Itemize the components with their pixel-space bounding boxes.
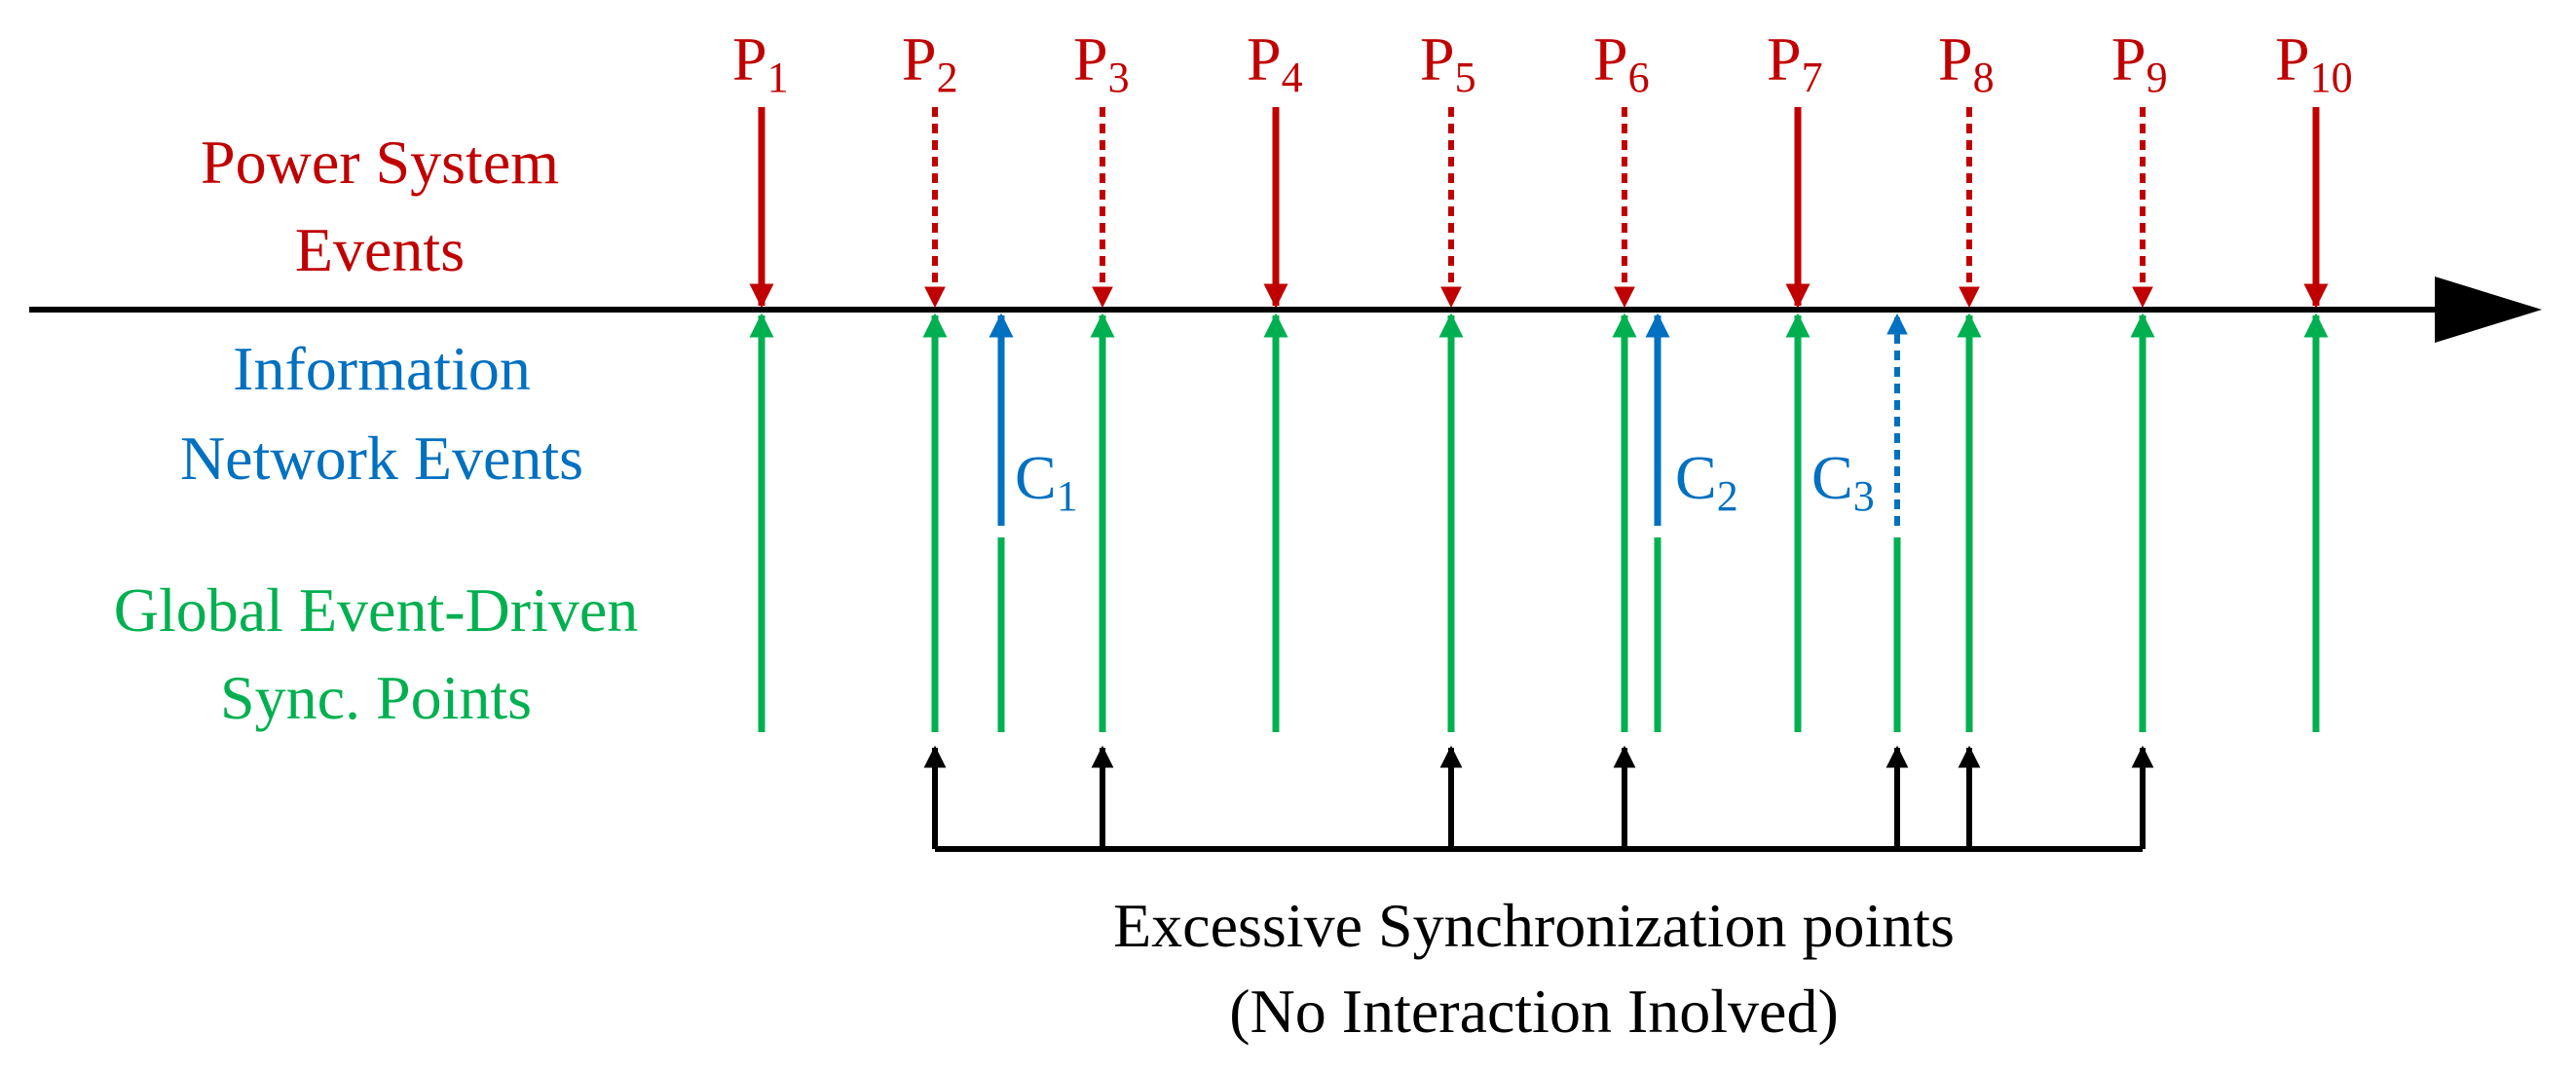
- power-event-label-2: P2: [902, 24, 958, 101]
- excessive-caption-line1: Excessive Synchronization points: [1113, 891, 1955, 960]
- info-events-group: C1 C2 C3: [989, 313, 1908, 526]
- global-label-line2: Sync. Points: [220, 663, 532, 732]
- power-event-6: P6: [1593, 24, 1650, 309]
- power-event-10: P10: [2275, 24, 2353, 309]
- power-event-2-sub: 2: [937, 54, 958, 101]
- global-label-line1: Global Event-Driven: [114, 575, 639, 645]
- power-event-9-letter: P: [2111, 24, 2147, 93]
- power-event-4: P4: [1247, 24, 1303, 309]
- power-event-2: P2: [902, 24, 958, 309]
- power-event-label-10: P10: [2275, 24, 2353, 101]
- power-event-7: P7: [1767, 24, 1823, 309]
- power-event-3-sub: 3: [1108, 54, 1130, 101]
- excessive-sync-bracket: [923, 745, 2154, 852]
- power-event-2-letter: P: [902, 24, 937, 93]
- power-event-1-sub: 1: [767, 54, 789, 101]
- info-event-2-letter: C: [1675, 443, 1717, 512]
- power-event-6-sub: 6: [1628, 54, 1650, 101]
- info-event-2: C2: [1645, 313, 1738, 526]
- power-event-1-letter: P: [732, 24, 767, 93]
- info-event-1-letter: C: [1015, 443, 1057, 512]
- power-event-8-letter: P: [1938, 24, 1973, 93]
- info-event-2-sub: 2: [1717, 472, 1738, 520]
- excessive-sync-caption: Excessive Synchronization points (No Int…: [1113, 891, 1955, 1046]
- power-event-5: P5: [1420, 24, 1476, 309]
- power-event-label-8: P8: [1938, 24, 1995, 101]
- power-event-4-sub: 4: [1282, 54, 1303, 101]
- power-event-9: P9: [2111, 24, 2168, 309]
- power-system-label: Power System Events: [201, 128, 559, 284]
- power-event-label-3: P3: [1073, 24, 1130, 101]
- power-events-group: P1 P2 P3 P4 P5 P6 P7 P8: [732, 24, 2353, 309]
- power-event-label-1: P1: [732, 24, 789, 101]
- power-event-label-6: P6: [1593, 24, 1650, 101]
- power-event-label-7: P7: [1767, 24, 1823, 101]
- time-axis-arrowhead: [2435, 277, 2542, 343]
- info-event-3: C3: [1811, 313, 1908, 526]
- power-event-3-letter: P: [1073, 24, 1108, 93]
- power-label-line1: Power System: [201, 128, 559, 197]
- info-event-3-letter: C: [1811, 443, 1853, 512]
- global-sync-label: Global Event-Driven Sync. Points: [114, 575, 639, 732]
- info-event-1: C1: [989, 313, 1078, 526]
- power-event-label-5: P5: [1420, 24, 1476, 101]
- power-event-9-sub: 9: [2147, 54, 2168, 101]
- power-event-10-sub: 10: [2310, 54, 2353, 101]
- info-label-line1: Information: [233, 334, 531, 403]
- info-event-label-3: C3: [1811, 443, 1875, 520]
- info-event-1-sub: 1: [1057, 472, 1078, 520]
- power-event-8-sub: 8: [1973, 54, 1995, 101]
- global-sync-arrows: [749, 313, 2329, 732]
- power-event-10-letter: P: [2275, 24, 2310, 93]
- info-event-label-1: C1: [1015, 443, 1078, 520]
- power-event-7-letter: P: [1767, 24, 1802, 93]
- power-event-6-letter: P: [1593, 24, 1628, 93]
- info-event-3-sub: 3: [1853, 472, 1875, 520]
- power-event-5-letter: P: [1420, 24, 1455, 93]
- power-event-8: P8: [1938, 24, 1995, 309]
- power-event-4-letter: P: [1247, 24, 1282, 93]
- power-label-line2: Events: [295, 215, 465, 284]
- power-event-label-4: P4: [1247, 24, 1303, 101]
- power-event-1: P1: [732, 24, 789, 309]
- power-event-7-sub: 7: [1802, 54, 1823, 101]
- excessive-caption-line2: (No Interaction Inolved): [1229, 977, 1839, 1046]
- power-event-5-sub: 5: [1455, 54, 1476, 101]
- information-network-label: Information Network Events: [180, 334, 583, 493]
- power-event-label-9: P9: [2111, 24, 2168, 101]
- info-label-line2: Network Events: [180, 424, 583, 493]
- power-event-3: P3: [1073, 24, 1130, 309]
- info-event-label-2: C2: [1675, 443, 1738, 520]
